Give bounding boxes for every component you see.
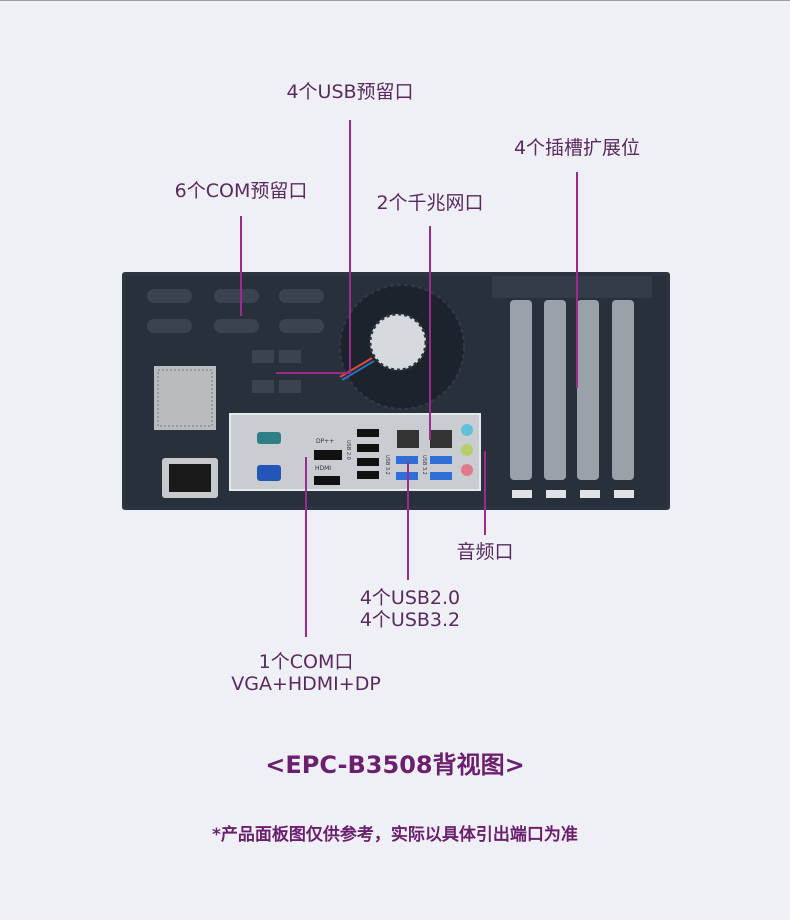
usb-leader [407, 462, 409, 580]
psu-vent [154, 366, 216, 430]
chassis-rear-image: DP++ HDMI USB 2.0 USB 3.2 USB 3.2 [122, 272, 670, 510]
lan-label: 2个千兆网口 [376, 192, 484, 214]
audio-label: 音频口 [456, 541, 514, 563]
expansion-bracket [492, 276, 652, 298]
slots-label: 4个插槽扩展位 [513, 137, 641, 159]
expansion-slots [510, 300, 634, 480]
top-divider [0, 0, 790, 1]
fan-grille [339, 284, 465, 410]
display-leader [305, 457, 307, 637]
disclaimer-note: *产品面板图仅供参考，实际以具体引出端口为准 [212, 825, 578, 845]
slots-leader [576, 172, 578, 388]
usb-reserved-leader-h [276, 372, 350, 374]
usb-knockouts [252, 350, 301, 393]
usb-reserved-label: 4个USB预留口 [286, 81, 414, 103]
com-reserved-leader [240, 216, 242, 316]
usb-label-2: 4个USB3.2 [359, 609, 461, 631]
com-reserved-label: 6个COM预留口 [174, 180, 308, 202]
audio-leader [484, 451, 486, 535]
dp-port-label: DP++ [316, 438, 334, 445]
usb20-label: USB 2.0 [345, 440, 351, 460]
page-title: <EPC-B3508背视图> [265, 751, 525, 779]
usb-reserved-leader [349, 120, 351, 373]
usb-label-1: 4个USB2.0 [359, 587, 461, 609]
com-knockouts [147, 289, 324, 333]
hdmi-port-label: HDMI [315, 465, 331, 472]
usb32-label-2: USB 3.2 [421, 455, 427, 475]
display-label-2: VGA+HDMI+DP [231, 673, 381, 695]
lan-leader [429, 226, 431, 440]
usb32-label: USB 3.2 [384, 455, 390, 475]
display-label-1: 1个COM口 [258, 651, 354, 673]
